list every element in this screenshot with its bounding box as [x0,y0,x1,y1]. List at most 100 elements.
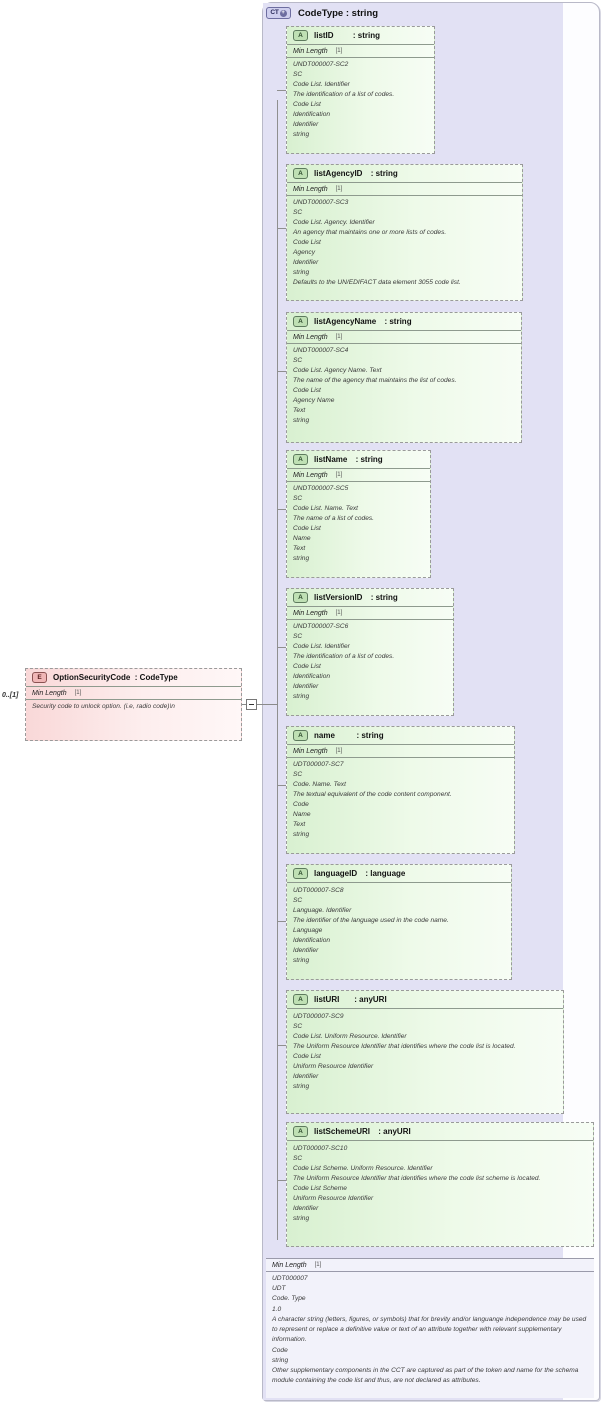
doc-line: Code List. Agency. Identifier [293,219,375,227]
doc-line: string [293,269,310,277]
doc-line: string [293,957,310,965]
attribute-box-listagencyname[interactable]: A listAgencyName : string Min Length [1]… [286,312,522,443]
attribute-header: A listSchemeURI : anyURI [287,1123,593,1140]
complex-type-header: CT + CodeType : string [266,3,596,23]
attribute-header: A languageID : language [287,865,511,882]
collapse-toggle-minus[interactable] [246,699,257,710]
doc-line: Language. Identifier [293,907,352,915]
attribute-box-name[interactable]: A name : string Min Length [1] UDT000007… [286,726,515,854]
doc-line: Text [293,407,306,415]
doc-line: Code List. Identifier [293,643,350,651]
doc-line: Text [293,545,306,553]
doc-line: Defaults to the UN/EDIFACT data element … [293,279,461,287]
attribute-icon: A [293,994,308,1005]
doc-line: string [293,417,310,425]
doc-line: UDT [272,1285,286,1293]
element-name: OptionSecurityCode : CodeType [53,673,178,682]
doc-line: Code List [293,525,321,533]
doc-line: SC [293,633,303,641]
attribute-facet-row: Min Length [1] [287,44,434,58]
attribute-facet-row: Min Length [1] [287,182,522,196]
attribute-facet-row: Min Length [1] [287,744,514,758]
attribute-facet-cardinality: [1] [335,186,343,192]
tree-connector-spine [277,100,278,1240]
attribute-box-listname[interactable]: A listName : string Min Length [1] UNDT0… [286,450,431,578]
attribute-facet-label: Min Length [293,471,328,479]
element-connector-line [257,704,278,705]
attribute-header: A listVersionID : string [287,589,453,606]
attribute-box-languageid[interactable]: A languageID : language UDT000007-SC8 SC… [286,864,512,980]
doc-line: Name [293,811,311,819]
doc-line: Code List. Name. Text [293,505,358,513]
connector-spur [277,921,286,922]
doc-line: The identification of a list of codes. [293,91,395,99]
element-facet-label: Min Length [32,689,67,697]
attribute-box-listschemeuri[interactable]: A listSchemeURI : anyURI UDT000007-SC10 … [286,1122,594,1247]
attribute-header: A listAgencyID : string [287,165,522,182]
doc-line: SC [293,71,303,79]
attribute-box-listversionid[interactable]: A listVersionID : string Min Length [1] … [286,588,454,716]
doc-line: Identification [293,673,331,681]
element-doc-line: Security code to unlock option. (i.e, ra… [32,703,175,710]
doc-line: Identification [293,111,331,119]
attribute-name: languageID [314,869,360,878]
attribute-type: : string [352,31,381,40]
doc-line: Code List. Identifier [293,81,350,89]
complex-type-documentation: UDT000007 UDT Code. Type 1.0 A character… [266,1272,594,1389]
attribute-facet-cardinality: [1] [335,748,343,754]
doc-line: SC [293,1155,303,1163]
attribute-documentation: UDT000007-SC9 SC Code List. Uniform Reso… [287,1008,563,1095]
attribute-icon: A [293,168,308,179]
attribute-type: : string [370,593,398,602]
complex-type-title: CodeType : string [298,7,379,19]
doc-line: SC [293,495,303,503]
doc-line: UDT000007-SC7 [293,761,344,768]
expand-plus-icon[interactable]: + [279,9,287,17]
attribute-facet-row: Min Length [1] [287,606,453,620]
doc-line: Code List [293,663,321,671]
connector-spur [277,371,286,372]
doc-line: SC [293,357,303,365]
attribute-header: A listAgencyName : string [287,313,521,330]
complex-type-icon: CT + [266,7,291,19]
attribute-box-listagencyid[interactable]: A listAgencyID : string Min Length [1] U… [286,164,523,301]
attribute-facet-row: Min Length [1] [287,330,521,344]
doc-line: Language [293,927,323,935]
doc-line: The name of the agency that maintains th… [293,377,457,385]
doc-line: UDT000007-SC9 [293,1013,344,1020]
attribute-facet-label: Min Length [293,333,328,341]
connector-spur [277,228,286,229]
doc-line: SC [293,1023,303,1031]
attribute-box-listuri[interactable]: A listURI : anyURI UDT000007-SC9 SC Code… [286,990,564,1114]
doc-line: Agency Name [293,397,335,405]
doc-line: Name [293,535,311,543]
attribute-name: listID [314,31,347,40]
attribute-header: A listURI : anyURI [287,991,563,1008]
doc-line: A character string (letters, figures, or… [272,1315,587,1344]
doc-line: Code List [293,1053,321,1061]
doc-line: Identifier [293,259,319,267]
doc-line: UDT000007 [272,1275,308,1282]
attribute-name: listAgencyID [314,169,365,178]
doc-line: Agency [293,249,315,257]
complex-type-facet-cardinality: [1] [314,1262,322,1268]
doc-line: Identification [293,937,331,945]
doc-line: Identifier [293,1205,319,1213]
element-facet-cardinality: [1] [74,690,82,696]
doc-line: Other supplementary components in the CC… [272,1366,579,1385]
attribute-type: : string [370,169,398,178]
element-documentation: Security code to unlock option. (i.e, ra… [26,700,241,715]
attribute-box-listid[interactable]: A listID : string Min Length [1] UNDT000… [286,26,435,154]
doc-line: Code List. Agency Name. Text [293,367,382,375]
doc-line: Code List Scheme [293,1185,347,1193]
doc-line: The identifier of the language used in t… [293,917,449,925]
doc-line: Code List [293,239,321,247]
attribute-facet-label: Min Length [293,47,328,55]
attribute-documentation: UNDT000007-SC6 SC Code List. Identifier … [287,620,453,705]
attribute-name: listSchemeURI [314,1127,373,1136]
element-cardinality: 0..[1] [2,692,19,699]
element-box-option-security-code[interactable]: E OptionSecurityCode : CodeType Min Leng… [25,668,242,741]
doc-line: string [293,693,310,701]
attribute-documentation: UNDT000007-SC3 SC Code List. Agency. Ide… [287,196,522,291]
doc-line: string [272,1356,289,1364]
